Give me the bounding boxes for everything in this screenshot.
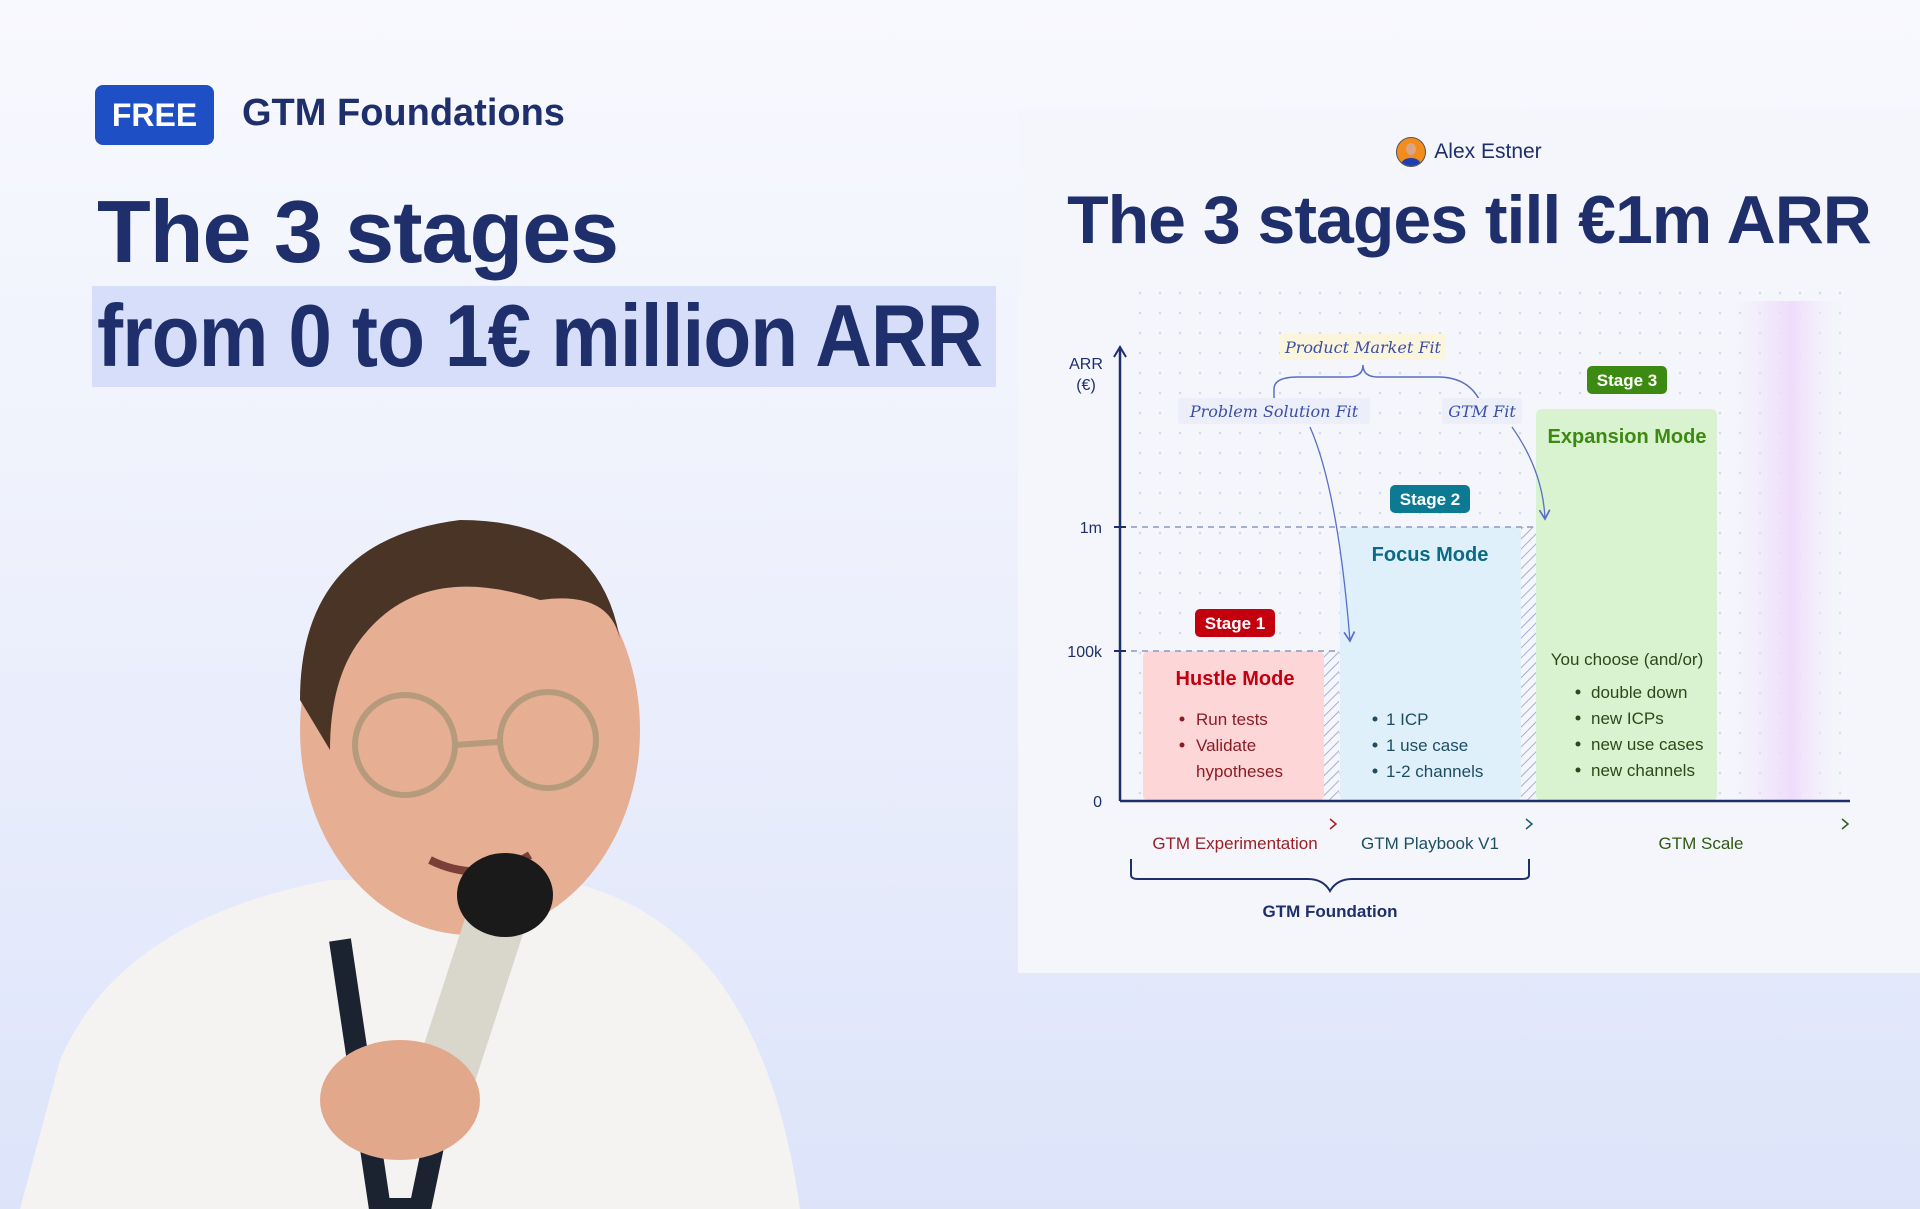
speaker-photo xyxy=(20,520,800,1209)
headline-highlight xyxy=(92,286,996,387)
stage1-bar xyxy=(1143,651,1324,801)
tick-100k: 100k xyxy=(1067,644,1103,661)
free-badge: FREE xyxy=(95,85,214,145)
bullet-icon xyxy=(1179,716,1185,722)
bullet-icon xyxy=(1372,742,1378,748)
headline-line1: The 3 stages xyxy=(97,182,619,281)
diagram-card: Alex Estner The 3 stages till €1m ARR AR… xyxy=(1018,111,1920,973)
stage2-item: 1 ICP xyxy=(1386,710,1429,729)
psf-label: Problem Solution Fit xyxy=(1189,402,1359,421)
stage3-item: new ICPs xyxy=(1591,709,1664,728)
stage3-item: new use cases xyxy=(1591,735,1703,754)
foundation-brace xyxy=(1130,859,1530,893)
stage3-title: Expansion Mode xyxy=(1548,426,1707,448)
stage3-intro: You choose (and/or) xyxy=(1551,650,1703,669)
phase3-label: GTM Scale xyxy=(1658,834,1743,853)
psf-arrow xyxy=(1309,426,1356,643)
transition-hatch-1 xyxy=(1324,651,1339,801)
y-axis-label: ARR xyxy=(1069,356,1103,373)
stage3-badge-label: Stage 3 xyxy=(1597,371,1657,390)
author: Alex Estner xyxy=(1018,137,1920,167)
psf-label-bg xyxy=(1178,398,1370,424)
y-axis-unit: (€) xyxy=(1076,377,1096,394)
stage3-bar xyxy=(1536,409,1717,801)
gtm-fit-label-bg xyxy=(1442,398,1522,424)
stage1-badge xyxy=(1195,609,1275,637)
stage1-item: Validate xyxy=(1196,736,1256,755)
phase3-arrowhead-icon xyxy=(1841,818,1850,830)
headline-line2: from 0 to 1€ million ARR xyxy=(97,286,983,385)
phase2-arrowhead-icon xyxy=(1525,818,1534,830)
bullet-icon xyxy=(1575,741,1581,747)
bullet-icon xyxy=(1179,742,1185,748)
gtm-fit-arrow xyxy=(1511,426,1551,521)
stage3-item: new channels xyxy=(1591,761,1695,780)
stage2-badge xyxy=(1390,485,1470,513)
stages-diagram: ARR (€) 1m 100k 0 Product Market Fit Pro… xyxy=(1067,291,1850,921)
pmf-brace xyxy=(1273,364,1481,402)
foundation-label: GTM Foundation xyxy=(1262,902,1397,921)
bullet-icon xyxy=(1372,768,1378,774)
series-title: GTM Foundations xyxy=(242,92,565,134)
phase1-label: GTM Experimentation xyxy=(1152,834,1317,853)
future-fade xyxy=(1733,301,1850,801)
bullet-icon xyxy=(1575,767,1581,773)
y-axis-arrow xyxy=(1113,345,1127,358)
phase1-arrowhead-icon xyxy=(1329,818,1338,830)
transition-hatch-2 xyxy=(1521,527,1536,801)
bullet-icon xyxy=(1575,715,1581,721)
gtm-fit-label: GTM Fit xyxy=(1448,402,1516,421)
stage2-badge-label: Stage 2 xyxy=(1400,490,1460,509)
stage1-title: Hustle Mode xyxy=(1176,668,1295,690)
stage3-item: double down xyxy=(1591,683,1687,702)
stage1-item: Run tests xyxy=(1196,710,1268,729)
card-title: The 3 stages till €1m ARR xyxy=(1067,182,1872,258)
stage2-item: 1-2 channels xyxy=(1386,762,1483,781)
pmf-label-bg xyxy=(1280,334,1446,360)
tick-0: 0 xyxy=(1093,794,1102,811)
phase2-label: GTM Playbook V1 xyxy=(1361,834,1499,853)
author-avatar xyxy=(1396,137,1427,167)
stage2-item: 1 use case xyxy=(1386,736,1468,755)
stage2-title: Focus Mode xyxy=(1372,544,1489,566)
stage1-badge-label: Stage 1 xyxy=(1205,614,1265,633)
bullet-icon xyxy=(1575,689,1581,695)
tick-1m: 1m xyxy=(1080,520,1102,537)
stage3-badge xyxy=(1587,366,1667,394)
stage2-bar xyxy=(1340,527,1521,801)
author-name: Alex Estner xyxy=(1434,140,1542,163)
bullet-icon xyxy=(1372,716,1378,722)
stage1-item: hypotheses xyxy=(1196,762,1283,781)
pmf-label: Product Market Fit xyxy=(1284,338,1442,357)
